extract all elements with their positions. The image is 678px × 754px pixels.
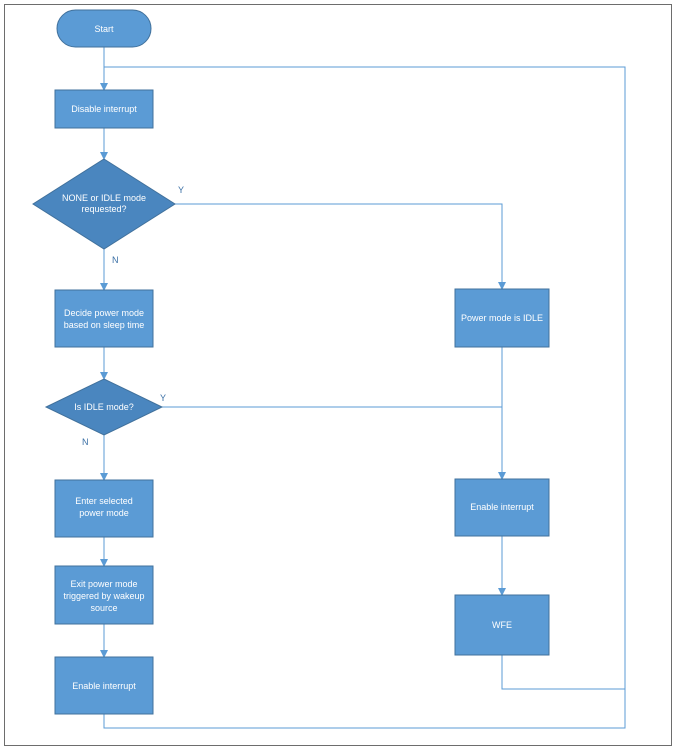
connectors (100, 47, 626, 729)
node-wfe-label: WFE (492, 620, 512, 630)
node-decide-power-mode: Decide power mode based on sleep time (54, 289, 154, 348)
node-enable-interrupt-left-label: Enable interrupt (72, 681, 136, 691)
node-enable-interrupt-left: Enable interrupt (54, 656, 154, 715)
arrow-decision-yes-to-idle (175, 203, 506, 290)
node-start-label: Start (94, 24, 114, 34)
loop-enable-left-return (103, 66, 626, 729)
node-enter-power-mode-line1: Enter selected (75, 496, 133, 506)
node-disable-interrupt-label: Disable interrupt (71, 104, 137, 114)
branch-no-label-1: N (112, 255, 119, 265)
node-start: Start (56, 9, 152, 48)
node-power-mode-idle: Power mode is IDLE (454, 288, 550, 348)
node-enter-power-mode-line2: power mode (79, 508, 129, 518)
decision-none-or-idle: NONE or IDLE mode requested? (32, 158, 176, 250)
decision-none-or-idle-line1: NONE or IDLE mode (62, 193, 146, 203)
node-enable-interrupt-right-label: Enable interrupt (470, 502, 534, 512)
node-decide-power-mode-line1: Decide power mode (64, 308, 144, 318)
branch-yes-label-2: Y (160, 393, 166, 403)
decision-is-idle: Is IDLE mode? (44, 378, 164, 436)
node-wfe: WFE (454, 594, 550, 656)
node-exit-power-mode-line1: Exit power mode (70, 579, 137, 589)
node-enter-power-mode: Enter selected power mode (54, 479, 154, 538)
loop-wfe-return (501, 655, 625, 690)
node-disable-interrupt: Disable interrupt (54, 89, 154, 129)
node-exit-power-mode-line2: triggered by wakeup (63, 591, 144, 601)
node-power-mode-idle-label: Power mode is IDLE (461, 313, 543, 323)
node-enable-interrupt-right: Enable interrupt (454, 478, 550, 537)
decision-none-or-idle-line2: requested? (81, 204, 126, 214)
branch-yes-label-1: Y (178, 185, 184, 195)
diagram-frame (4, 4, 672, 746)
branch-no-label-2: N (82, 437, 89, 447)
node-exit-power-mode: Exit power mode triggered by wakeup sour… (54, 565, 154, 625)
node-decide-power-mode-line2: based on sleep time (64, 320, 145, 330)
decision-is-idle-label: Is IDLE mode? (74, 402, 134, 412)
node-exit-power-mode-line3: source (90, 603, 117, 613)
